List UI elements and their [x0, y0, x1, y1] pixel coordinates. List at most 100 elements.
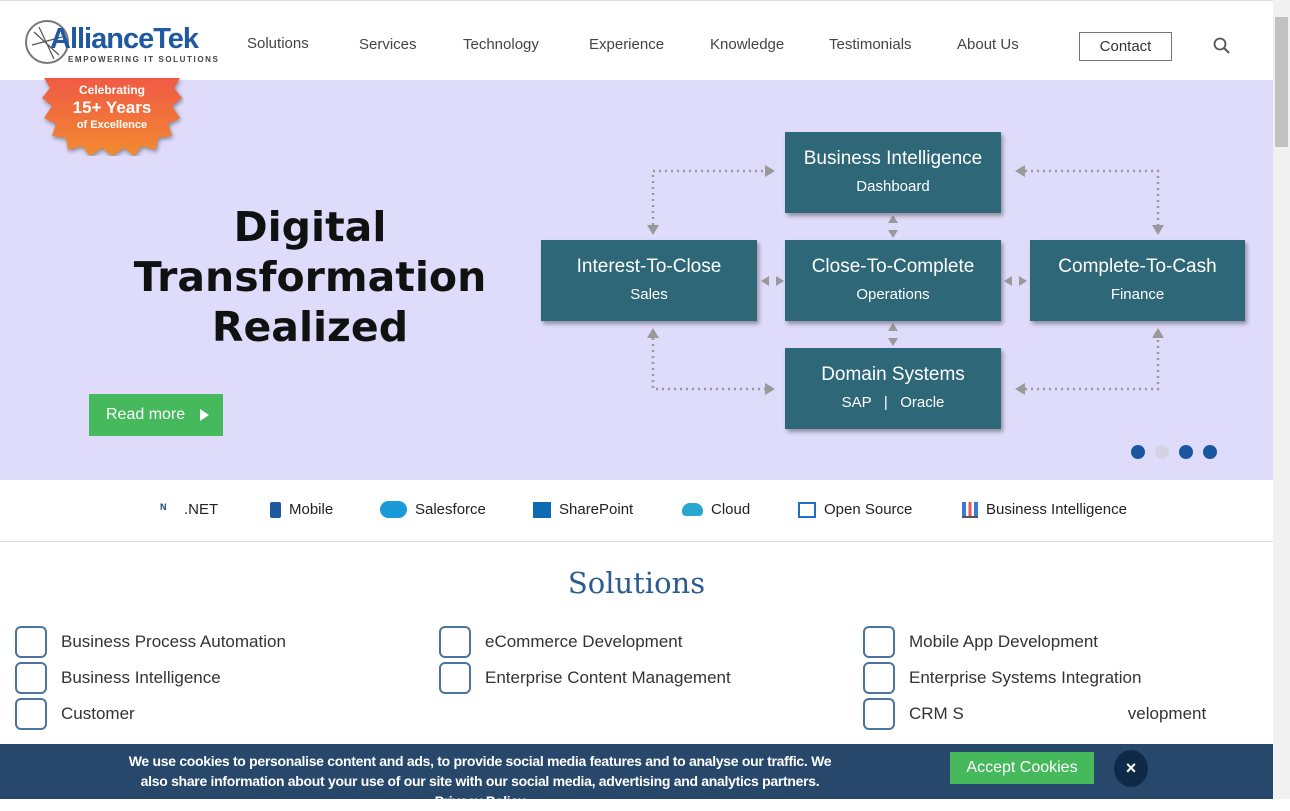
mobile-icon	[270, 501, 281, 518]
slide-dot-3[interactable]	[1179, 445, 1193, 459]
read-more-label: Read more	[106, 406, 186, 423]
read-more-button[interactable]: Read more	[89, 394, 223, 436]
close-icon[interactable]: ×	[1114, 750, 1148, 787]
tech-label: Mobile	[289, 501, 334, 518]
solutions-title: Solutions	[567, 566, 706, 600]
logo[interactable]: AllianceTek EMPOWERING IT SOLUTIONS	[24, 17, 234, 67]
badge-line3: of Excellence	[76, 119, 148, 131]
box-subtitle: SAP | Oracle	[841, 394, 945, 411]
solution-label: eCommerce Development	[485, 632, 683, 651]
nav-experience[interactable]: Experience	[589, 36, 665, 53]
slider-dots	[1131, 445, 1227, 464]
tech-cloud[interactable]: Cloud	[682, 501, 750, 518]
headline-line2: Realized	[211, 303, 409, 351]
search-icon[interactable]	[1213, 37, 1231, 55]
box-title: Business Intelligence	[803, 148, 983, 169]
slide-dot-1[interactable]	[1131, 445, 1145, 459]
bar-chart-icon	[962, 501, 978, 518]
gears-icon	[15, 626, 47, 658]
solution-mobile-app-development[interactable]: Mobile App Development	[863, 626, 1098, 658]
tech-label: Salesforce	[415, 501, 486, 518]
lightbulb-icon	[15, 662, 47, 694]
salesforce-icon	[380, 501, 407, 518]
code-window-icon	[798, 501, 816, 518]
box-subtitle: Dashboard	[856, 178, 930, 195]
globe-icon	[25, 20, 69, 64]
solution-label: Mobile App Development	[909, 632, 1099, 651]
nav-technology[interactable]: Technology	[463, 36, 539, 53]
privacy-policy-link[interactable]: Privacy Policy	[434, 793, 526, 809]
box-subtitle: Sales	[630, 286, 668, 303]
integration-icon	[863, 662, 895, 694]
tech-label: .NET	[184, 501, 219, 518]
tech-label: Cloud	[711, 501, 751, 518]
nav-testimonials[interactable]: Testimonials	[829, 36, 912, 53]
tech-mobile[interactable]: Mobile	[270, 501, 333, 518]
solution-label: Enterprise Systems Integration	[909, 668, 1142, 687]
badge-line1: Celebrating	[78, 83, 145, 97]
box-title: Complete-To-Cash	[1058, 256, 1217, 277]
tech-salesforce[interactable]: Salesforce	[380, 501, 486, 518]
slide-dot-4[interactable]	[1203, 445, 1217, 459]
anniversary-badge: Celebrating 15+ Years of Excellence	[40, 78, 184, 161]
logo-name: AllianceTek	[50, 23, 199, 55]
cookie-message: We use cookies to personalise content an…	[120, 751, 840, 811]
tech-label: Open Source	[824, 501, 913, 518]
box-title: Interest-To-Close	[576, 256, 722, 277]
slide-dot-2[interactable]	[1155, 445, 1169, 459]
sharepoint-icon	[533, 501, 551, 518]
nav-solutions[interactable]: Solutions	[247, 35, 309, 52]
solution-customer[interactable]: Customer	[15, 698, 135, 730]
cookie-banner: We use cookies to personalise content an…	[0, 744, 1273, 809]
accept-cookies-button[interactable]: Accept Cookies	[950, 752, 1094, 784]
nav-about-us[interactable]: About Us	[957, 36, 1019, 53]
box-subtitle: Operations	[856, 286, 930, 303]
header: AllianceTek EMPOWERING IT SOLUTIONS Solu…	[0, 0, 1273, 80]
tech-dotnet[interactable]: N .NET	[160, 501, 218, 518]
solution-label: CRM S	[909, 704, 964, 723]
dotnet-icon: N	[160, 501, 167, 512]
crm-icon	[863, 698, 895, 730]
solution-ecommerce-development[interactable]: eCommerce Development	[439, 626, 682, 658]
solution-enterprise-content-management[interactable]: Enterprise Content Management	[439, 662, 731, 694]
tech-label: SharePoint	[559, 501, 634, 518]
hero-headline: Digital Transformation Realized	[70, 202, 550, 352]
cookie-text: We use cookies to personalise content an…	[128, 753, 832, 789]
solution-label: Enterprise Content Management	[485, 668, 731, 687]
scrollbar[interactable]	[1273, 0, 1290, 799]
box-subtitle: Finance	[1110, 286, 1165, 303]
badge-line2: 15+ Years	[72, 98, 152, 117]
technology-bar: N .NET Mobile Salesforce SharePoint Cloud…	[0, 480, 1273, 542]
scrollbar-thumb[interactable]	[1275, 17, 1288, 147]
solution-business-process-automation[interactable]: Business Process Automation	[15, 626, 286, 658]
content-icon	[439, 662, 471, 694]
solution-business-intelligence[interactable]: Business Intelligence	[15, 662, 221, 694]
solution-enterprise-systems-integration[interactable]: Enterprise Systems Integration	[863, 662, 1141, 694]
cloud-icon	[682, 503, 703, 516]
customer-icon	[15, 698, 47, 730]
solution-label: Business Intelligence	[61, 668, 221, 687]
nav-knowledge[interactable]: Knowledge	[710, 36, 785, 53]
nav-services[interactable]: Services	[359, 36, 417, 53]
tech-business-intelligence[interactable]: Business Intelligence	[962, 501, 1127, 518]
play-arrow-icon	[200, 409, 209, 421]
box-title: Domain Systems	[821, 364, 965, 385]
hero-banner: Celebrating 15+ Years of Excellence Digi…	[0, 78, 1273, 480]
tech-open-source[interactable]: Open Source	[798, 501, 912, 518]
process-connectors	[647, 165, 1164, 395]
solution-crm[interactable]: CRM S velopment	[863, 698, 1206, 730]
tech-sharepoint[interactable]: SharePoint	[533, 501, 633, 518]
tech-label: Business Intelligence	[986, 501, 1127, 518]
seal-icon	[42, 78, 182, 156]
mobile-apps-icon	[863, 626, 895, 658]
contact-button[interactable]: Contact	[1079, 32, 1172, 61]
logo-tagline: EMPOWERING IT SOLUTIONS	[68, 55, 220, 64]
box-title: Close-To-Complete	[811, 256, 975, 277]
solution-label-tail: velopment	[1127, 704, 1207, 723]
headline-line1: Digital Transformation	[133, 203, 487, 301]
